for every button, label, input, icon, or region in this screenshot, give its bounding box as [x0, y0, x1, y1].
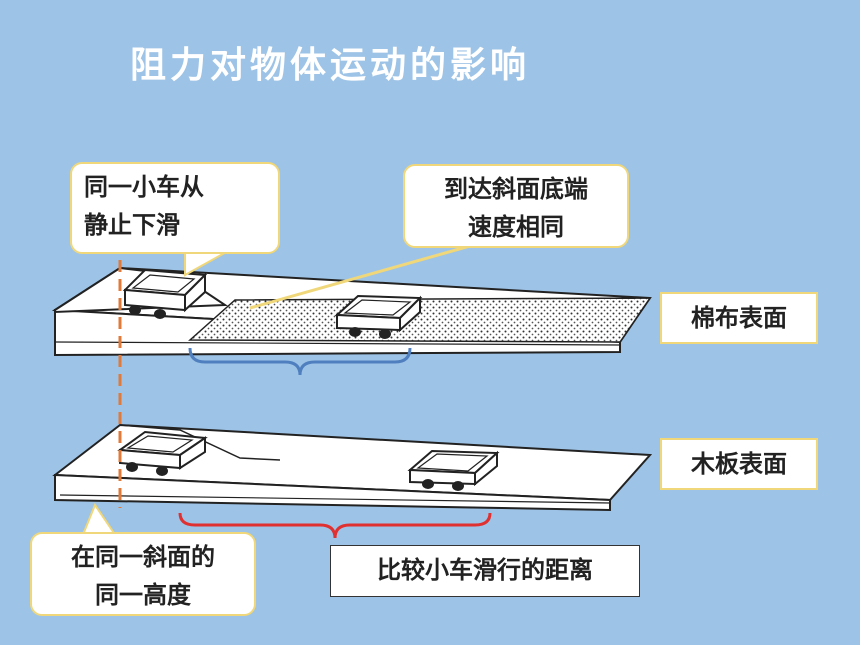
- cotton-cloth: [188, 297, 652, 343]
- cart-bottom-start: [117, 430, 208, 476]
- same-height-callout: 在同一斜面的 同一高度: [30, 532, 256, 616]
- callout-pointer-top-right: [249, 244, 471, 310]
- wood-surface-label: 木板表面: [660, 438, 818, 490]
- page-title: 阻力对物体运动的影响: [130, 45, 531, 86]
- cotton-surface-label: 棉布表面: [660, 292, 818, 344]
- cart-top-stop: [334, 294, 423, 339]
- cart-top-start: [122, 268, 208, 319]
- wood-distance-brace: [178, 512, 492, 539]
- cotton-distance-brace: [188, 347, 412, 376]
- compare-distance-label: 比较小车滑行的距离: [330, 545, 640, 597]
- same-car-callout: 同一小车从 静止下滑: [70, 162, 280, 254]
- cart-bottom-stop: [407, 449, 500, 491]
- same-speed-callout: 到达斜面底端 速度相同: [403, 164, 629, 248]
